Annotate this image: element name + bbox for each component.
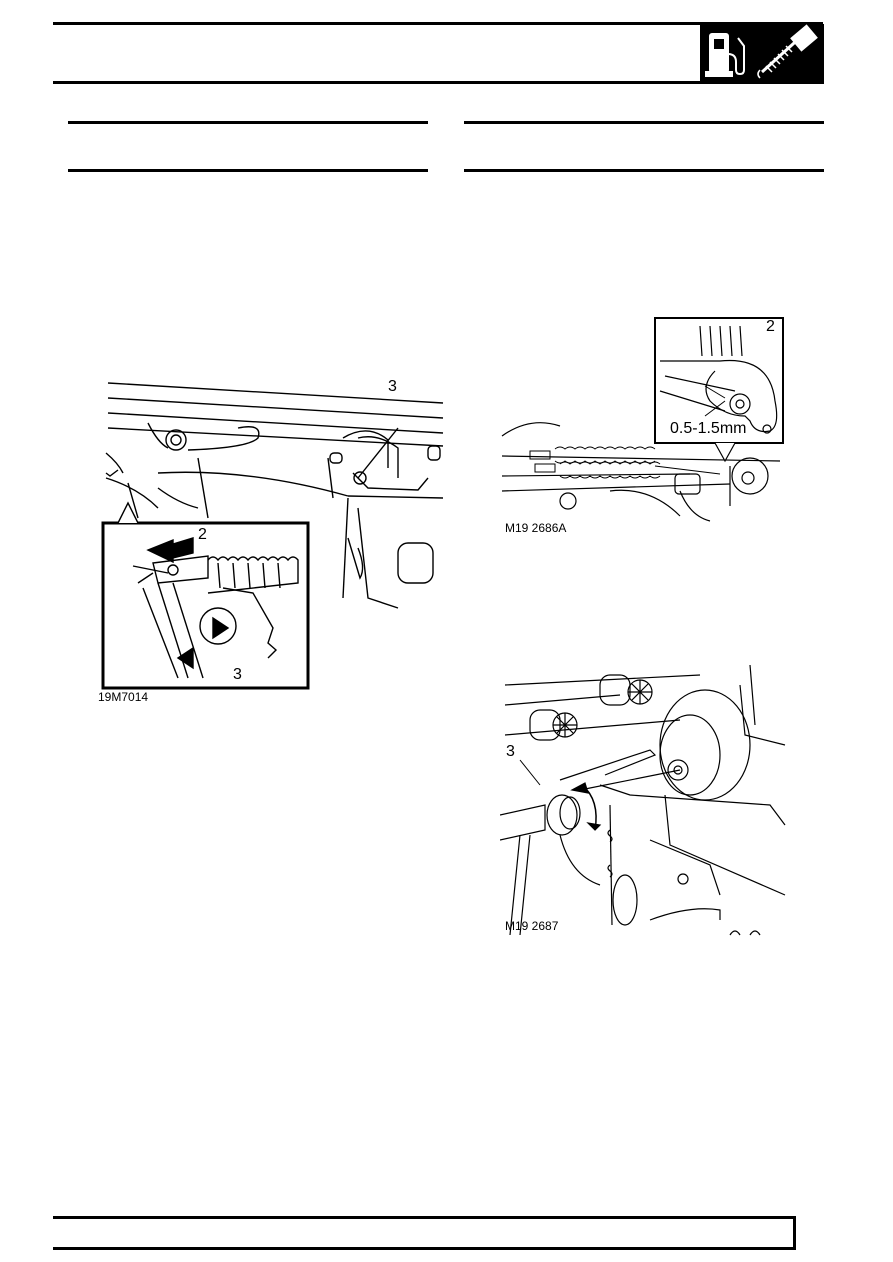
figure-m19-2686a: 2 0.5-1.5mm M19 2686A	[500, 316, 790, 536]
figure-id: 19M7014	[98, 690, 149, 704]
figure-id: M19 2686A	[505, 521, 567, 535]
figure-id: M19 2687	[505, 919, 559, 933]
fuel-pump-icon	[705, 33, 745, 77]
spring-tensioner-icon	[757, 24, 818, 79]
footer-top-rule	[53, 1216, 796, 1219]
footer-bottom-rule	[53, 1247, 796, 1250]
callout-2: 2	[766, 318, 775, 335]
callout-3-inset: 3	[233, 666, 242, 683]
figure-m19-2687: 3 M19 2687	[500, 665, 790, 945]
right-heading-rule-bottom	[464, 169, 824, 172]
left-heading-rule-top	[68, 121, 428, 124]
callout-3-top: 3	[388, 378, 397, 395]
callout-3: 3	[506, 743, 515, 760]
right-heading-rule-top	[464, 121, 824, 124]
header-bottom-rule	[53, 81, 823, 84]
callout-2: 2	[198, 526, 207, 543]
header-top-rule	[53, 22, 823, 25]
left-heading-rule-bottom	[68, 169, 428, 172]
dimension-label: 0.5-1.5mm	[670, 420, 747, 437]
footer-right-rule	[793, 1216, 796, 1250]
section-logo	[700, 24, 824, 84]
figure-19m7014: 3 2 3 19M7014	[98, 378, 448, 708]
